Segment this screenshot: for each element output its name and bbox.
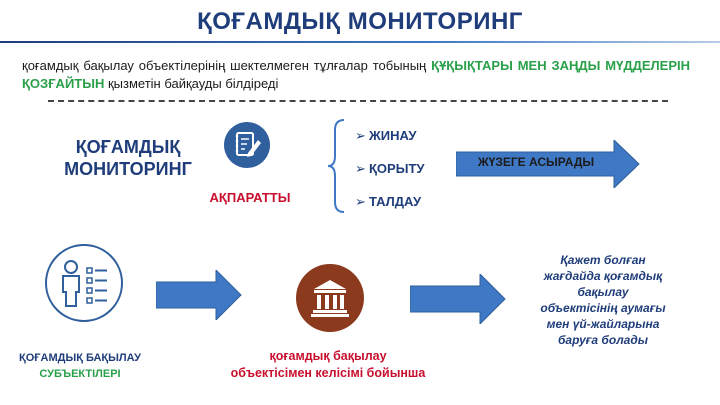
arrow-to-object — [156, 270, 242, 320]
bullet-item-collect: ➢ЖИНАУ — [355, 128, 416, 144]
intro-text: қоғамдық бақылау объектілерінің шектелме… — [22, 57, 690, 93]
access-line-3: бақылау — [577, 285, 629, 299]
consent-line-2: объектісімен келісімі бойынша — [230, 366, 426, 380]
title-underline — [0, 41, 720, 43]
consent-text: қоғамдық бақылау объектісімен келісімі б… — [212, 348, 444, 382]
chevron-right-icon: ➢ — [355, 161, 366, 176]
access-line-5: мен үй-жайларына — [546, 317, 660, 331]
monitoring-heading-line-1: ҚОҒАМДЫҚ — [75, 137, 181, 157]
subjects-label-line-1: ҚОҒАМДЫҚ БАҚЫЛАУ — [19, 352, 141, 364]
intro-part-1: қоғамдық бақылау объектілерінің шектелме… — [22, 58, 432, 73]
bullet-label: ҚОРЫТУ — [369, 161, 425, 176]
arrow-to-access — [410, 274, 506, 324]
intro-part-2: қызметін байқауды білдіреді — [104, 76, 279, 91]
curly-brace — [327, 119, 345, 213]
chevron-right-icon: ➢ — [355, 194, 366, 209]
bullet-label: ТАЛДАУ — [369, 194, 422, 209]
access-line-2: жағдайда қоғамдық — [543, 269, 663, 283]
info-label: АҚПАРАТТЫ — [209, 190, 291, 205]
subjects-label-line-2: СУБЪЕКТІЛЕРІ — [39, 368, 121, 380]
access-line-6: баруға болады — [558, 333, 648, 347]
bullet-item-analyze: ➢ТАЛДАУ — [355, 194, 421, 210]
implement-arrow — [456, 140, 640, 188]
document-pen-icon — [224, 122, 270, 168]
chevron-right-icon: ➢ — [355, 128, 366, 143]
monitoring-heading: ҚОҒАМДЫҚ МОНИТОРИНГ — [58, 136, 198, 180]
consent-line-1: қоғамдық бақылау — [269, 349, 387, 363]
implement-arrow-label: ЖҮЗЕГЕ АСЫРАДЫ — [477, 155, 595, 169]
page-title: ҚОҒАМДЫҚ МОНИТОРИНГ — [197, 8, 523, 35]
person-checklist-icon — [45, 244, 123, 322]
access-line-4: объектісінің аумағы — [540, 301, 666, 315]
access-text: Қажет болған жағдайда қоғамдық бақылау о… — [528, 252, 678, 348]
bank-building-icon — [296, 264, 364, 332]
dashed-divider — [48, 100, 668, 102]
monitoring-heading-line-2: МОНИТОРИНГ — [64, 159, 192, 179]
bullet-label: ЖИНАУ — [369, 128, 417, 143]
bullet-item-summarize: ➢ҚОРЫТУ — [355, 161, 424, 177]
intro-highlight: ҚҰҚЫҚТАРЫ МЕН ЗАҢДЫ МҮДДЕЛЕРІН ҚОЗҒАЙТЫН — [22, 58, 690, 91]
access-line-1: Қажет болған — [560, 253, 646, 267]
